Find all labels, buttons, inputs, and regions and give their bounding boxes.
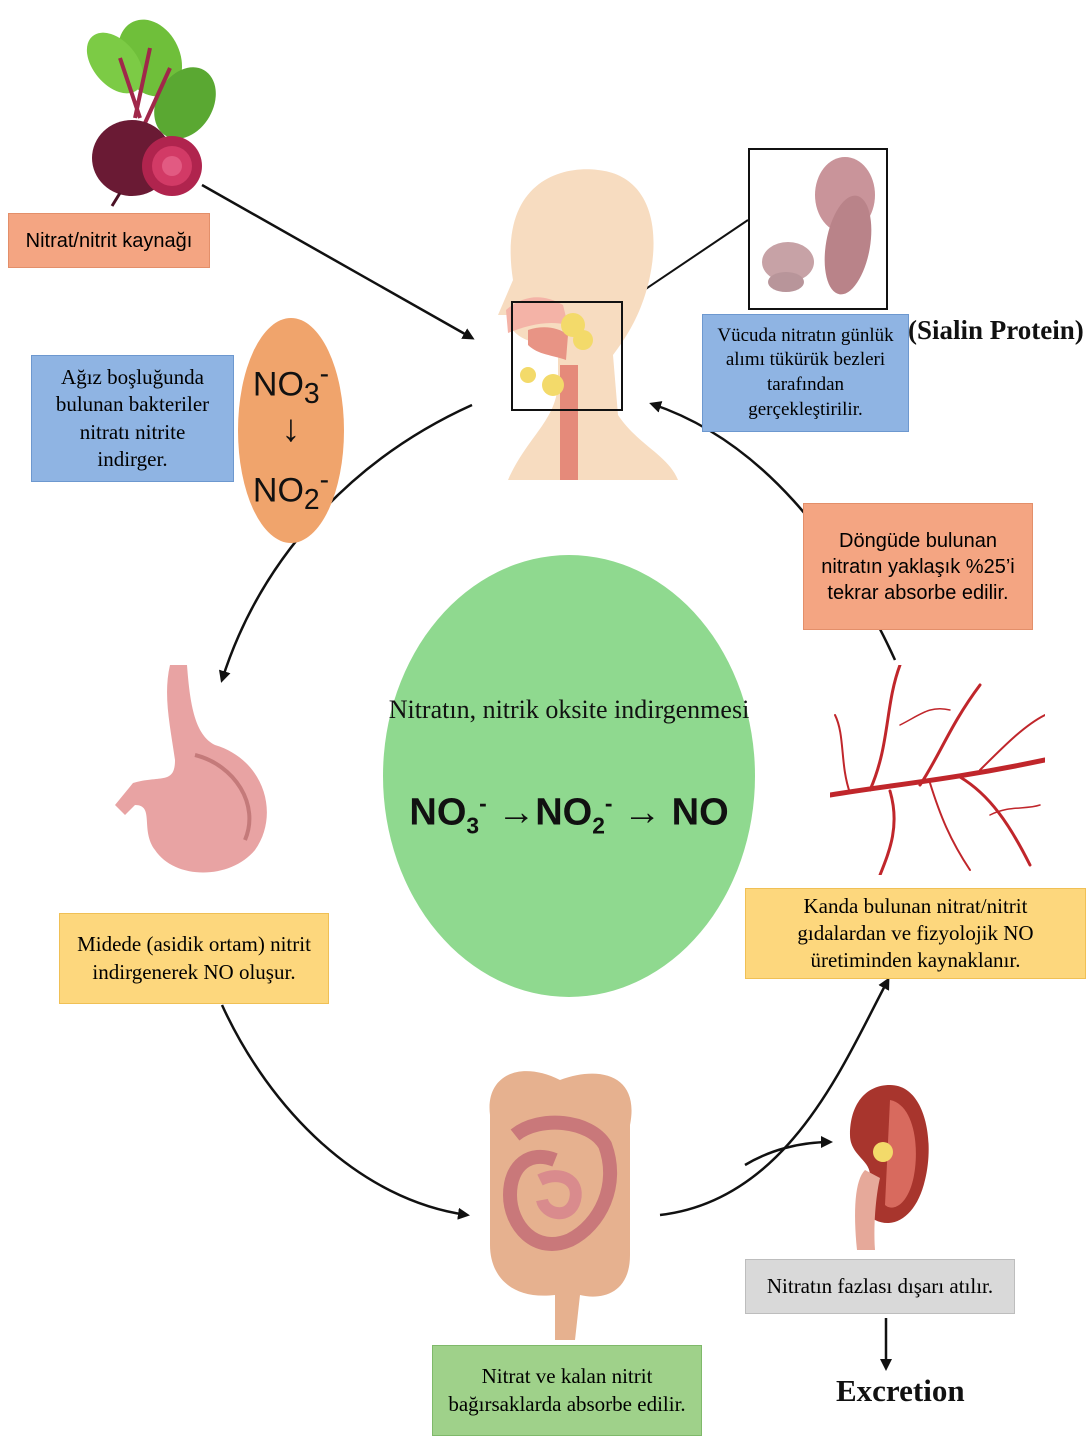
- kidney-image: [835, 1080, 935, 1250]
- source-label: Nitrat/nitrit kaynağı: [8, 213, 210, 268]
- sialin-protein-label: (Sialin Protein): [908, 315, 1084, 346]
- intestine-label: Nitrat ve kalan nitrit bağırsaklarda abs…: [432, 1345, 702, 1436]
- stomach-image: [115, 665, 280, 890]
- arrow-stomach-to-intestine: [222, 1005, 467, 1215]
- excretion-label: Excretion: [836, 1373, 965, 1409]
- stomach-label: Midede (asidik ortam) nitrit indirgenere…: [59, 913, 329, 1004]
- oval-no3-formula: NO3-: [238, 358, 344, 411]
- blood-vessels-image: [830, 665, 1045, 875]
- oval-no2-formula: NO2-: [238, 464, 344, 517]
- oval-down-arrow: ↓: [238, 408, 344, 451]
- reabsorb-label: Döngüde bulunan nitratın yaklaşık %25’i …: [803, 503, 1033, 630]
- mouth-bacteria-label: Ağız boşluğunda bulunan bakteriler nitra…: [31, 355, 234, 482]
- nitrate-reduction-oval: NO3- ↓ NO2-: [238, 318, 344, 543]
- center-title: Nitratın, nitrik oksite indirgenmesi: [383, 695, 755, 725]
- center-formula: NO3- →NO2- → NO: [383, 790, 755, 839]
- arrow-source-to-head: [202, 185, 472, 338]
- salivary-label: Vücuda nitratın günlük alımı tükürük bez…: [702, 314, 909, 432]
- center-circle: Nitratın, nitrik oksite indirgenmesi NO3…: [383, 555, 755, 997]
- salivary-gland-image: [750, 150, 886, 308]
- excess-label: Nitratın fazlası dışarı atılır.: [745, 1259, 1015, 1314]
- salivary-gland-zoom: [748, 148, 888, 310]
- blood-label: Kanda bulunan nitrat/nitrit gıdalardan v…: [745, 888, 1086, 979]
- intestines-image: [480, 1055, 645, 1340]
- beetroot-image: [60, 8, 220, 208]
- head-throat-image: [468, 165, 678, 480]
